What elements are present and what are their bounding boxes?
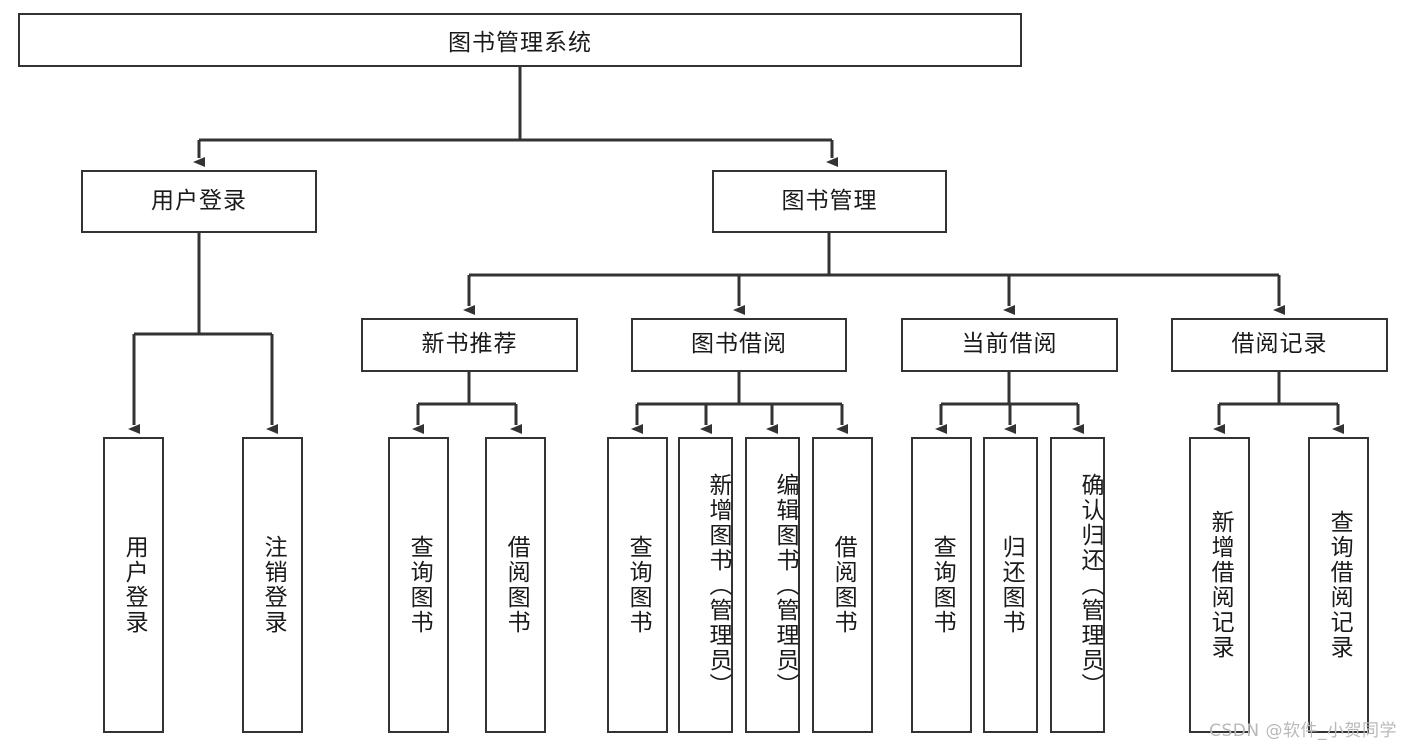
leaf-edit-book-label: 编辑图书（管理员） — [772, 472, 798, 698]
csdn-watermark: CSDN @软件_小贺同学 — [1209, 721, 1397, 741]
node-borrow-record-label: 借阅记录 — [1231, 331, 1328, 358]
leaf-add-borrow-record-label: 新增借阅记录 — [1207, 510, 1234, 660]
leaf-query-book-1-label: 查询图书 — [406, 535, 433, 635]
node-current-borrow[interactable]: 当前借阅 — [901, 318, 1118, 372]
leaf-query-book-3-label: 查询图书 — [929, 535, 956, 635]
leaf-confirm-return[interactable]: 确认归还（管理员） — [1050, 437, 1105, 733]
leaf-user-login-label: 用户登录 — [121, 535, 148, 635]
node-book-management-label: 图书管理 — [781, 187, 878, 214]
leaf-borrow-book-2[interactable]: 借阅图书 — [812, 437, 873, 733]
leaf-add-book[interactable]: 新增图书（管理员） — [678, 437, 733, 733]
leaf-user-logout[interactable]: 注销登录 — [242, 437, 303, 733]
leaf-query-borrow-record-label: 查询借阅记录 — [1326, 510, 1353, 660]
leaf-edit-book[interactable]: 编辑图书（管理员） — [745, 437, 800, 733]
leaf-query-borrow-record[interactable]: 查询借阅记录 — [1308, 437, 1369, 733]
node-book-management[interactable]: 图书管理 — [712, 170, 947, 233]
leaf-query-book-2[interactable]: 查询图书 — [607, 437, 668, 733]
node-root-label: 图书管理系统 — [448, 30, 592, 56]
leaf-user-login[interactable]: 用户登录 — [103, 437, 164, 733]
node-new-book-recommend-label: 新书推荐 — [421, 331, 518, 358]
leaf-query-book-3[interactable]: 查询图书 — [911, 437, 972, 733]
leaf-query-book-1[interactable]: 查询图书 — [388, 437, 449, 733]
node-root-system[interactable]: 图书管理系统 — [18, 13, 1022, 67]
leaf-add-borrow-record[interactable]: 新增借阅记录 — [1189, 437, 1250, 733]
leaf-query-book-2-label: 查询图书 — [625, 535, 652, 635]
leaf-borrow-book-2-label: 借阅图书 — [830, 535, 857, 635]
leaf-return-book[interactable]: 归还图书 — [983, 437, 1038, 733]
leaf-confirm-return-label: 确认归还（管理员） — [1077, 472, 1103, 698]
leaf-borrow-book-1[interactable]: 借阅图书 — [485, 437, 546, 733]
node-user-login[interactable]: 用户登录 — [81, 170, 317, 233]
leaf-user-logout-label: 注销登录 — [260, 535, 287, 635]
leaf-add-book-label: 新增图书（管理员） — [705, 472, 731, 698]
leaf-return-book-label: 归还图书 — [998, 535, 1025, 635]
node-borrow-record[interactable]: 借阅记录 — [1171, 318, 1388, 372]
leaf-borrow-book-1-label: 借阅图书 — [503, 535, 530, 635]
node-new-book-recommend[interactable]: 新书推荐 — [361, 318, 578, 372]
node-book-borrow[interactable]: 图书借阅 — [631, 318, 847, 372]
node-user-login-label: 用户登录 — [151, 187, 247, 214]
node-book-borrow-label: 图书借阅 — [691, 331, 787, 358]
node-current-borrow-label: 当前借阅 — [961, 331, 1058, 358]
